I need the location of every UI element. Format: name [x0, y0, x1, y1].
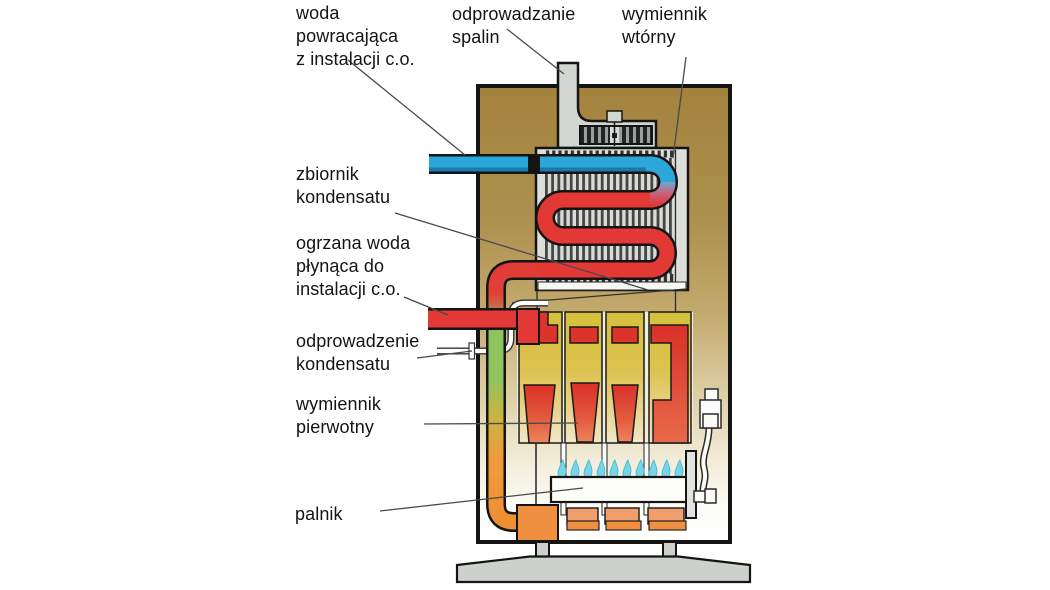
label-wymiennik-wtorny: wymiennik wtórny — [622, 4, 707, 47]
leader-palnik — [379, 487, 584, 512]
label-palnik: palnik — [295, 504, 343, 524]
gas-valve-assembly — [693, 388, 722, 504]
label-wymiennik-pierwotny: wymiennik pierwotny — [296, 394, 381, 437]
burner-inlet-block — [516, 504, 559, 542]
fan — [579, 122, 653, 146]
heating-output-pipe — [428, 308, 540, 345]
label-zbiornik-kondensatu: zbiornik kondensatu — [296, 164, 391, 207]
primary-heat-exchanger — [517, 311, 693, 444]
cold-water-inlet-pipe — [429, 156, 676, 183]
label-odprowadzenie-kondensatu: odprowadzenie kondensatu — [296, 331, 420, 374]
stand-base — [455, 555, 752, 584]
leader-odprowadzenie-kondensatu — [416, 350, 473, 359]
label-woda-powracajaca: woda powracająca z instalacji c.o. — [296, 3, 415, 69]
leader-wymiennik-wtorny — [672, 56, 687, 159]
leader-wymiennik-pierwotny — [423, 422, 579, 425]
label-odprowadzanie-spalin: odprowadzanie spalin — [452, 4, 576, 47]
leader-odprowadzanie-spalin — [506, 28, 565, 75]
leader-woda-powracajaca — [347, 59, 466, 156]
label-ogrzana-woda: ogrzana woda płynąca do instalacji c.o. — [296, 233, 411, 299]
exchanger-fins — [545, 158, 675, 274]
leader-lines — [347, 28, 687, 512]
leader-zbiornik-kondensatu — [394, 212, 649, 291]
stand — [455, 541, 752, 584]
leader-ogrzana-woda — [403, 296, 449, 316]
return-downpipe — [486, 260, 542, 532]
serpentine-pipe — [429, 154, 678, 280]
